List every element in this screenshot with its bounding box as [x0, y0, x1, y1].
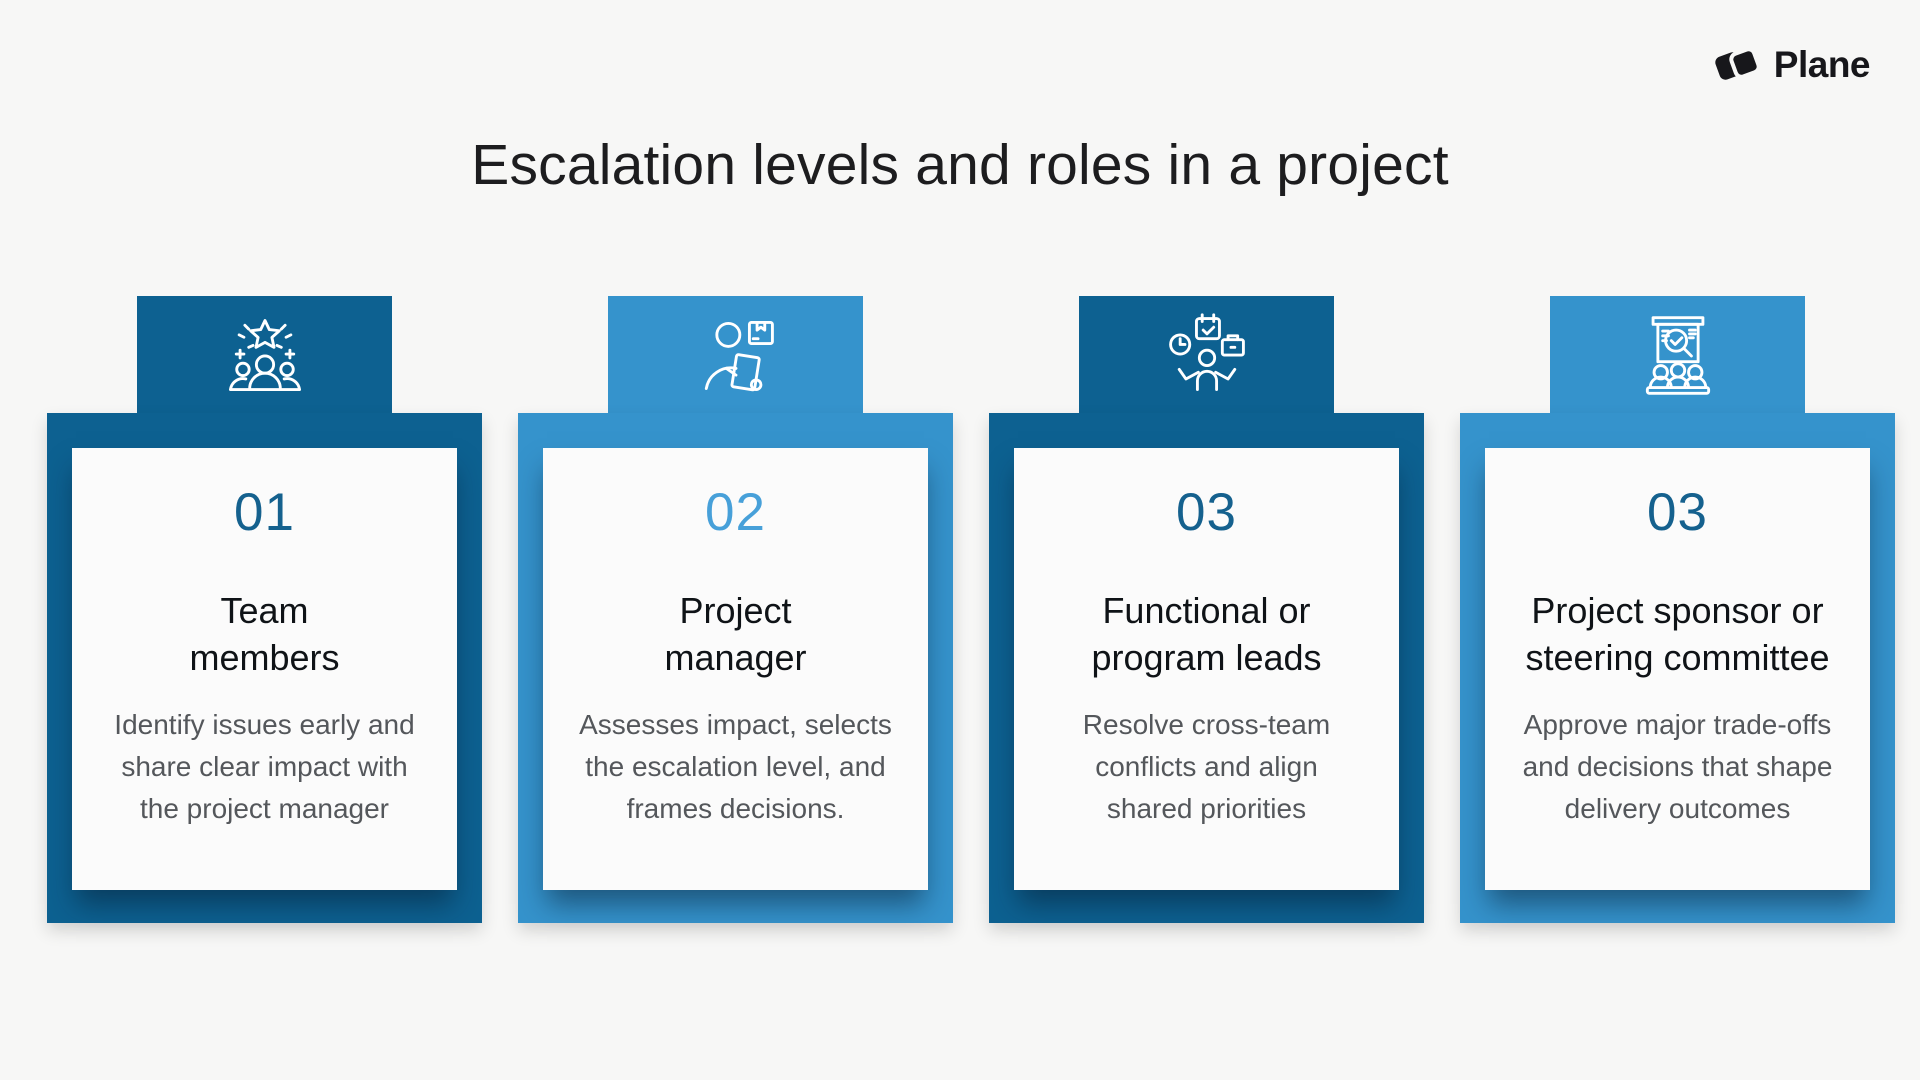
plane-logo-icon	[1712, 42, 1764, 88]
functional-program-leads-icon	[1161, 309, 1253, 401]
card-team-members: 01 Team members Identify issues early an…	[47, 296, 482, 923]
plane-logo: Plane	[1712, 42, 1871, 88]
card-title: Project sponsor or steering committee	[1525, 590, 1830, 679]
team-members-icon	[219, 309, 311, 401]
card-tab	[1550, 296, 1805, 413]
escalation-cards-row: 01 Team members Identify issues early an…	[47, 296, 1895, 923]
card-project-manager: 02 Project manager Assesses impact, sele…	[518, 296, 953, 923]
card-panel: 02 Project manager Assesses impact, sele…	[543, 448, 928, 890]
card-title: Project manager	[664, 590, 807, 679]
card-tab	[608, 296, 863, 413]
page-title: Escalation levels and roles in a project	[471, 133, 1449, 197]
card-number: 03	[1647, 483, 1708, 542]
project-manager-icon	[690, 309, 782, 401]
card-description: Resolve cross-team conflicts and align s…	[1082, 708, 1331, 824]
card-title: Functional or program leads	[1091, 590, 1322, 679]
card-functional-program-leads: 03 Functional or program leads Resolve c…	[989, 296, 1424, 923]
card-number: 03	[1176, 483, 1237, 542]
card-frame: 03 Project sponsor or steering committee…	[1460, 413, 1895, 923]
card-panel: 03 Project sponsor or steering committee…	[1485, 448, 1870, 890]
card-frame: 02 Project manager Assesses impact, sele…	[518, 413, 953, 923]
card-description: Identify issues early and share clear im…	[114, 708, 415, 824]
card-tab	[137, 296, 392, 413]
card-steering-committee: 03 Project sponsor or steering committee…	[1460, 296, 1895, 923]
card-panel: 03 Functional or program leads Resolve c…	[1014, 448, 1399, 890]
card-panel: 01 Team members Identify issues early an…	[72, 448, 457, 890]
steering-committee-icon	[1632, 309, 1724, 401]
card-frame: 03 Functional or program leads Resolve c…	[989, 413, 1424, 923]
plane-logo-text: Plane	[1773, 44, 1871, 85]
card-tab	[1079, 296, 1334, 413]
card-frame: 01 Team members Identify issues early an…	[47, 413, 482, 923]
card-number: 02	[705, 483, 766, 542]
card-description: Approve major trade-offs and decisions t…	[1522, 708, 1833, 824]
card-number: 01	[234, 483, 295, 542]
card-description: Assesses impact, selects the escalation …	[579, 708, 892, 824]
card-title: Team members	[189, 590, 340, 679]
